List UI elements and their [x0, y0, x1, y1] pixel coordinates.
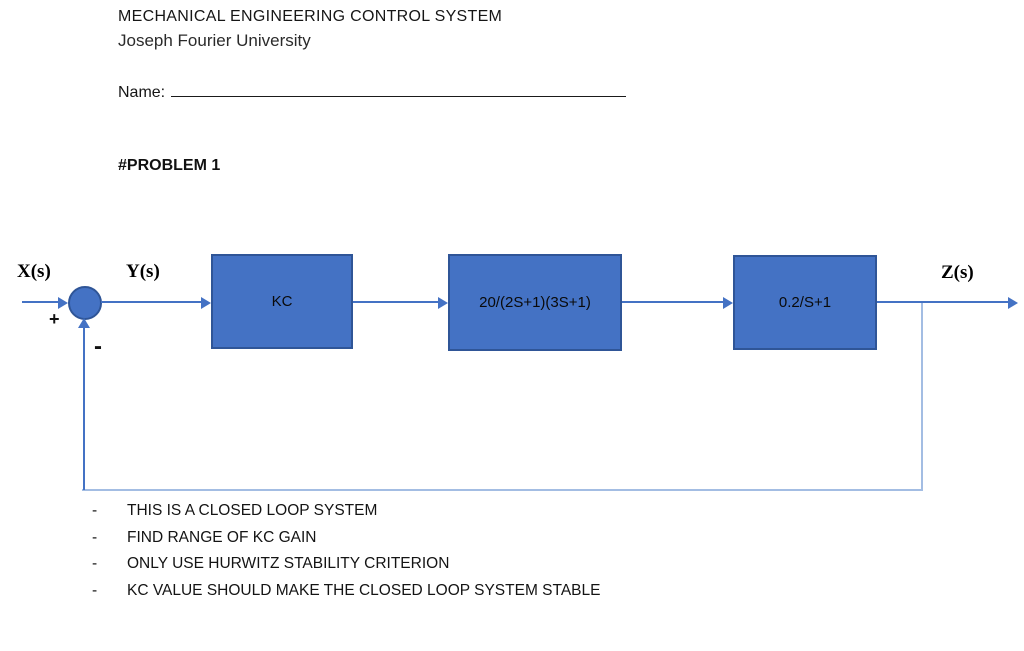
output-signal-label: Z(s) — [941, 262, 974, 283]
course-title: MECHANICAL ENGINEERING CONTROL SYSTEM — [118, 8, 503, 25]
note-bullet: - — [92, 555, 98, 572]
sensor-block: 0.2/S+1 — [733, 255, 877, 350]
note-text: ONLY USE HURWITZ STABILITY CRITERION — [127, 555, 450, 572]
plant-block: 20/(2S+1)(3S+1) — [448, 254, 622, 351]
note-text: THIS IS A CLOSED LOOP SYSTEM — [127, 502, 378, 519]
controller-block-label: KC — [271, 293, 293, 310]
name-blank-underline — [171, 82, 627, 97]
plant-block-label: 20/(2S+1)(3S+1) — [479, 294, 591, 311]
feedback-branch-line — [921, 303, 923, 491]
minus-sign: - — [94, 333, 102, 360]
signal-line-2 — [622, 301, 723, 303]
arrowhead-2-icon — [723, 297, 733, 309]
feedback-arrowhead-icon — [78, 318, 90, 328]
problem-notes: - THIS IS A CLOSED LOOP SYSTEM - FIND RA… — [92, 498, 600, 604]
note-bullet: - — [92, 502, 98, 519]
name-line: Name: — [118, 82, 627, 102]
sensor-block-label: 0.2/S+1 — [778, 294, 832, 311]
note-text: FIND RANGE OF KC GAIN — [127, 528, 317, 546]
error-arrowhead-icon — [201, 297, 211, 309]
input-signal-line — [22, 301, 59, 303]
arrowhead-1-icon — [438, 297, 448, 309]
feedback-bottom-line — [82, 489, 923, 491]
problem-heading: #PROBLEM 1 — [118, 157, 221, 174]
note-item: - ONLY USE HURWITZ STABILITY CRITERION — [92, 551, 600, 578]
signal-line-1 — [353, 301, 438, 303]
university-name: Joseph Fourier University — [118, 31, 311, 50]
note-item: - FIND RANGE OF KC GAIN — [92, 525, 600, 552]
feedback-return-line — [83, 327, 85, 490]
name-label: Name: — [118, 84, 166, 101]
plus-sign: + — [49, 309, 60, 329]
error-signal-line — [101, 301, 202, 303]
input-signal-label: X(s) — [17, 261, 51, 282]
note-bullet: - — [92, 528, 98, 546]
summing-junction — [68, 286, 102, 320]
input-arrowhead-icon — [58, 297, 68, 309]
controller-block: KC — [211, 254, 353, 349]
error-signal-label: Y(s) — [126, 261, 160, 282]
output-arrowhead-icon — [1008, 297, 1018, 309]
output-signal-line — [877, 301, 1008, 303]
note-bullet: - — [92, 581, 98, 599]
note-item: - KC VALUE SHOULD MAKE THE CLOSED LOOP S… — [92, 578, 600, 605]
note-item: - THIS IS A CLOSED LOOP SYSTEM — [92, 498, 600, 525]
note-text: KC VALUE SHOULD MAKE THE CLOSED LOOP SYS… — [127, 581, 601, 599]
